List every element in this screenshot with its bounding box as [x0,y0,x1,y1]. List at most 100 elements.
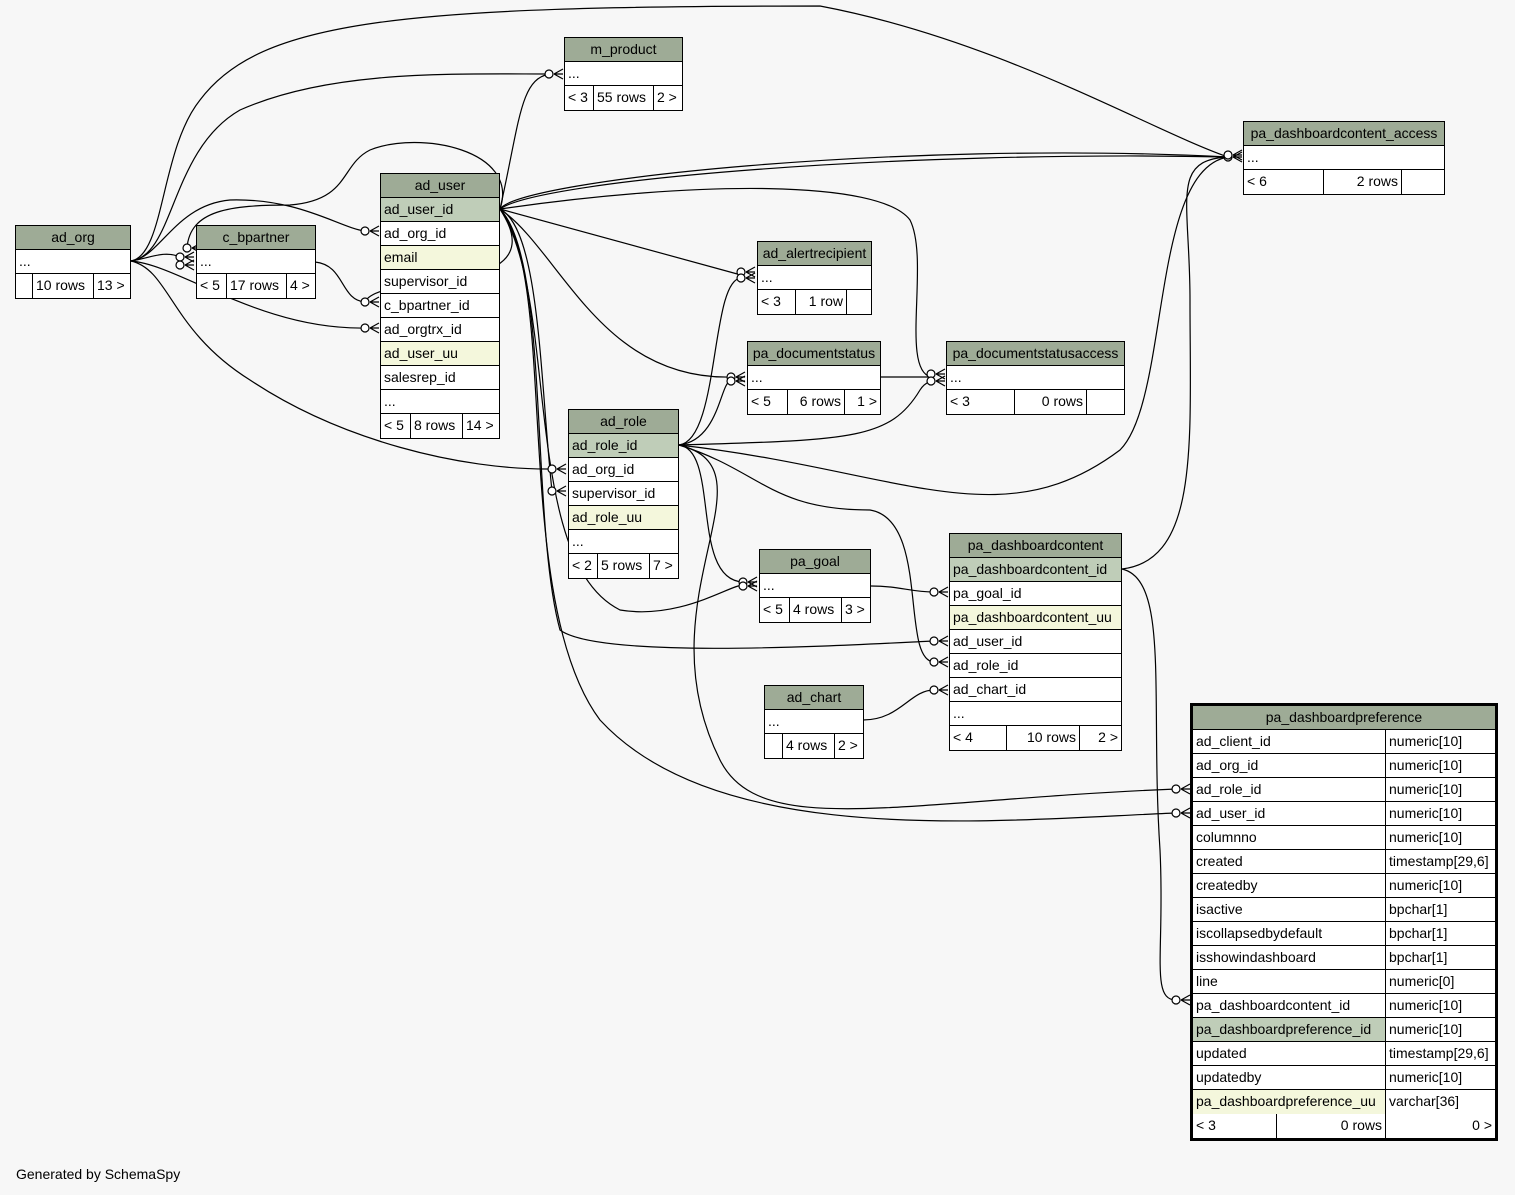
table-ad_chart[interactable]: ad_chart ... 4 rows 2 > [764,685,864,759]
footer-parents[interactable] [16,274,33,298]
table-title: pa_dashboardcontent [950,534,1121,558]
table-ad_alertrecipient[interactable]: ad_alertrecipient ... < 3 1 row [757,241,872,315]
table-ad_user[interactable]: ad_user ad_user_id ad_org_id email super… [380,173,500,439]
footer-parents[interactable]: < 3 [1193,1114,1277,1138]
optional-marker [360,323,370,333]
table-title: m_product [565,38,682,62]
optional-marker [929,636,939,646]
footer-parents[interactable]: < 3 [758,290,796,314]
column-type: bpchar[1] [1389,925,1448,941]
footer-parents[interactable]: < 5 [748,390,788,414]
footer-children[interactable] [847,290,871,314]
edge-ad_role-dashboardpreference [678,444,1177,810]
footer-children[interactable]: 14 > [466,417,494,433]
column-name: columnno [1193,826,1386,849]
table-c_bpartner[interactable]: c_bpartner ... < 5 17 rows 4 > [196,225,316,299]
column-ad_org_id: ad_org_id [569,458,678,482]
edge-ad_role-pa_goal [678,444,744,583]
footer-children[interactable]: 2 > [1098,729,1118,745]
edge-ad_user-documentstatusaccess [499,187,932,378]
optional-marker [738,581,748,591]
edge-ad_role-dca [678,156,1229,496]
footer-parents[interactable]: < 6 [1244,170,1324,194]
column-type: varchar[36] [1386,1090,1495,1114]
column-row: ... [16,250,130,274]
column-name: created [1193,850,1386,873]
footer-parents[interactable]: < 4 [950,726,1007,750]
optional-marker [926,376,936,386]
column-name: isshowindashboard [1193,946,1386,969]
footer-children[interactable] [1402,170,1444,194]
edge-ad_user-dashboardcontent [499,208,935,649]
footer-rows: 0 rows [1015,390,1087,414]
column-type: numeric[10] [1389,829,1463,845]
table-footer: < 5 8 rows 14 > [381,414,499,438]
table-pa_documentstatus[interactable]: pa_documentstatus ... < 5 6 rows 1 > [747,341,881,415]
footer-children[interactable]: 2 > [657,89,677,105]
table-pa_documentstatusaccess[interactable]: pa_documentstatusaccess ... < 3 0 rows [946,341,1125,415]
table-pa_dashboardcontent_access[interactable]: pa_dashboardcontent_access ... < 6 2 row… [1243,121,1445,195]
footer-children[interactable]: 13 > [97,277,125,293]
column-type: numeric[10] [1389,805,1463,821]
edge-ad_org-ad_user-org [130,199,366,262]
footer-parents[interactable]: < 2 [569,554,598,578]
table-pa_goal[interactable]: pa_goal ... < 5 4 rows 3 > [759,549,871,623]
edge-ad_user-c_bpartner [186,141,504,249]
table-title: c_bpartner [197,226,315,250]
footer-parents[interactable]: < 3 [565,86,594,110]
table-footer: < 6 2 rows [1244,170,1444,194]
table-ad_role[interactable]: ad_role ad_role_id ad_org_id supervisor_… [568,409,679,579]
table-pa_dashboardcontent[interactable]: pa_dashboardcontent pa_dashboardcontent_… [949,533,1122,751]
column-more: ... [569,530,678,554]
footer-children[interactable]: 1 > [857,393,877,409]
footer-parents[interactable]: < 5 [381,414,411,438]
edge-ad_org-ad_role [130,260,553,470]
footer-rows: 4 rows [783,734,835,758]
footer-parents[interactable] [765,734,783,758]
footer-children[interactable]: 2 > [838,737,858,753]
footer-children[interactable] [1087,390,1124,414]
column-name: ad_role_id [1193,778,1386,801]
column-row: ... [947,366,1124,390]
table-footer: < 4 10 rows 2 > [950,726,1121,750]
many-marker [1232,149,1243,161]
optional-marker [360,297,370,307]
footer-parents[interactable]: < 5 [760,598,790,622]
column-ad_user_id: ad_user_id [381,198,499,222]
footer-children[interactable]: 4 > [290,277,310,293]
table-footer: < 2 5 rows 7 > [569,554,678,578]
many-marker [1180,994,1191,1006]
footer-parents[interactable]: < 5 [197,274,227,298]
optional-marker [1223,150,1233,160]
column-ad_user_uu: ad_user_uu [381,342,499,366]
column-more: ... [950,702,1121,726]
column-name: updated [1193,1042,1386,1065]
many-marker [553,68,564,80]
table-m_product[interactable]: m_product ... < 3 55 rows 2 > [564,37,683,111]
table-ad_org[interactable]: ad_org ... 10 rows 13 > [15,225,131,299]
column-ad_org_id: ad_org_id [381,222,499,246]
footer-children[interactable]: 0 > [1472,1117,1492,1133]
column-type: timestamp[29,6] [1389,853,1489,869]
footer-children[interactable]: 3 > [845,601,865,617]
edge-ad_user-alertrecipient [499,208,742,276]
optional-marker [736,273,746,283]
footer-children[interactable]: 7 > [653,557,673,573]
footer-rows: 10 rows [33,274,94,298]
optional-marker [726,376,736,386]
many-marker [935,368,946,380]
column-name: pa_dashboardpreference_uu [1193,1090,1386,1114]
edge-ad_user-dca2 [499,155,1229,210]
optional-marker [929,657,939,667]
column-name: ad_user_id [1193,802,1386,825]
footer-parents[interactable]: < 3 [947,390,1015,414]
